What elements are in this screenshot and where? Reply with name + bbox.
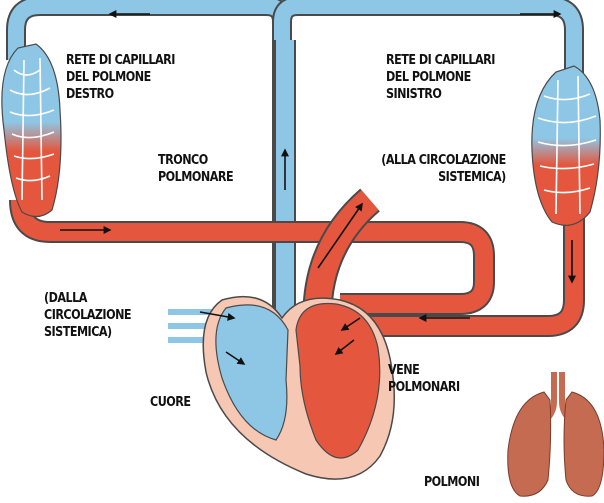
label-line: DEL POLMONE: [66, 70, 151, 85]
label-line: (DALLA: [44, 291, 87, 306]
pulmonary-vein-loop: [9, 199, 585, 337]
right-heart-chambers: [215, 304, 289, 441]
label-line: RETE DI CAPILLARI: [66, 53, 175, 68]
arrow-into-lv: [334, 339, 355, 355]
label-line: SISTEMICA): [44, 325, 112, 340]
label-right-lung-capillaries: RETE DI CAPILLARI DEL POLMONE DESTRO: [66, 52, 175, 103]
label-line: VENE: [388, 363, 420, 378]
heart: [202, 295, 396, 480]
right-lung-capillary-network: [1, 43, 62, 218]
label-line: POLMONARI: [388, 380, 460, 395]
arrow-into-la: [340, 317, 361, 331]
label-line: CUORE: [150, 395, 191, 410]
label-to-systemic: (ALLA CIRCOLAZIONE SISTEMICA): [381, 152, 507, 186]
right-lung: [507, 391, 552, 497]
label-pulmonary-trunk: TRONCO POLMONARE: [158, 152, 234, 186]
label-left-lung-capillaries: RETE DI CAPILLARI DEL POLMONE SINISTRO: [386, 52, 495, 103]
flow-arrows: [60, 10, 576, 365]
label-lungs: POLMONI: [424, 474, 480, 491]
label-from-systemic: (DALLA CIRCOLAZIONE SISTEMICA): [44, 290, 132, 341]
label-line: POLMONARE: [158, 170, 234, 185]
arrow-aorta: [317, 202, 363, 269]
label-line: SINISTRO: [386, 87, 442, 102]
label-line: CIRCOLAZIONE: [44, 308, 132, 323]
label-line: RETE DI CAPILLARI: [386, 53, 495, 68]
left-lung: [563, 391, 604, 497]
label-line: SISTEMICA): [438, 170, 506, 185]
arrow-into-rv: [225, 351, 246, 365]
arrow-into-ra: [199, 311, 236, 321]
left-lung-capillary-network: [531, 65, 601, 226]
label-pulmonary-veins: VENE POLMONARI: [388, 362, 460, 396]
label-line: DESTRO: [66, 87, 114, 102]
label-line: (ALLA CIRCOLAZIONE: [381, 153, 507, 168]
lungs-illustration: [507, 372, 604, 497]
label-line: DEL POLMONE: [386, 70, 471, 85]
left-heart-chambers: [295, 302, 381, 459]
label-heart: CUORE: [150, 394, 191, 411]
label-line: TRONCO: [158, 153, 208, 168]
label-line: POLMONI: [424, 475, 480, 490]
